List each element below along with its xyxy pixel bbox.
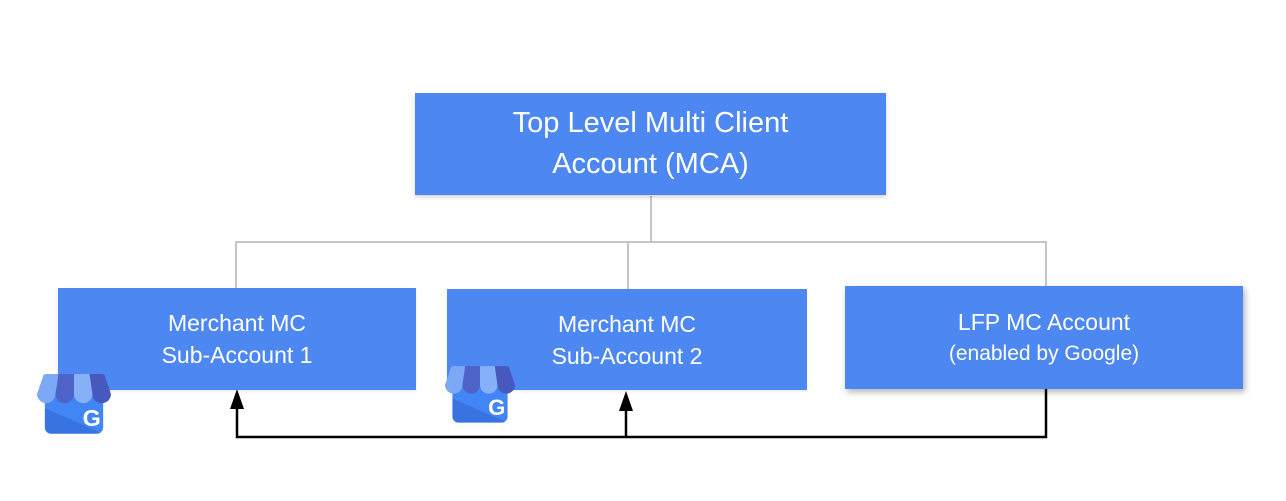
icon-awning [37, 374, 111, 404]
node-merchant-sub-account-1: Merchant MC Sub-Account 1 [58, 288, 416, 390]
icon-g-letter: G [488, 395, 505, 420]
node-lfp-mc-account: LFP MC Account (enabled by Google) [845, 286, 1243, 389]
node-label-line: Sub-Account 1 [161, 342, 313, 368]
google-business-profile-icon: G [37, 374, 111, 434]
tree-connector-lines [235, 196, 1047, 289]
tree-rail-line [235, 241, 1047, 288]
node-label-line: Merchant MC [557, 310, 697, 337]
node-label-line: Merchant MC [167, 310, 307, 336]
node-label-line: (enabled by Google) [948, 341, 1140, 365]
icon-awning [445, 366, 515, 394]
google-business-profile-icon: G [445, 366, 515, 423]
lfp-feed-line [235, 389, 1048, 439]
arrowhead-to-sub-account-1-icon [230, 389, 244, 409]
node-label-line: Top Level Multi Client [512, 107, 789, 139]
node-label-line: Account (MCA) [552, 148, 749, 180]
icon-g-letter: G [83, 405, 101, 431]
arrowheads [230, 389, 633, 411]
lfp-arrow-lines [235, 389, 1048, 439]
node-label-line: LFP MC Account [957, 308, 1131, 335]
node-label-line: Sub-Account 2 [551, 342, 703, 369]
arrowhead-to-sub-account-2-icon [619, 391, 633, 411]
node-top-level-mca: Top Level Multi Client Account (MCA) [415, 93, 886, 195]
